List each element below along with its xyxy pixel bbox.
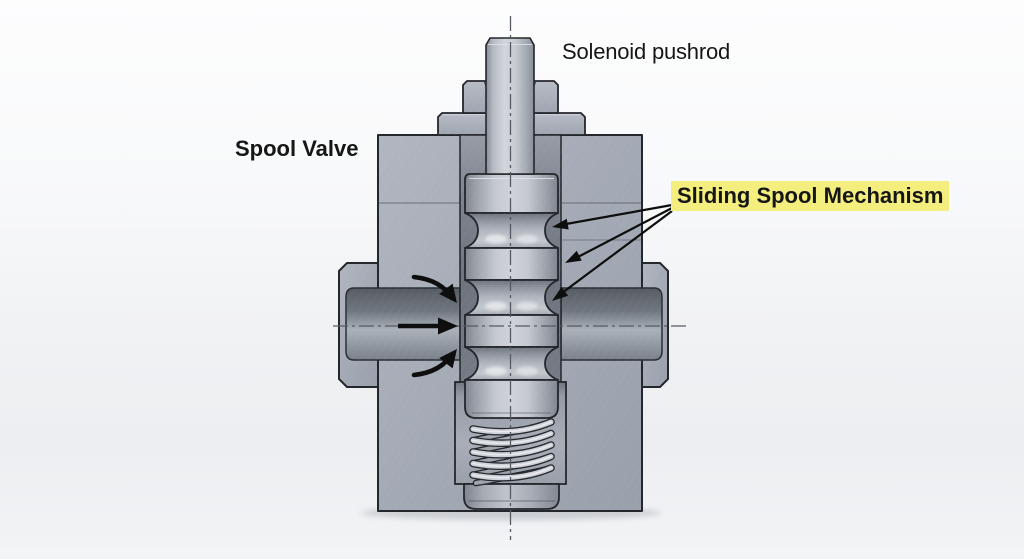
spool-valve-label: Spool Valve (235, 136, 359, 161)
annotation-arrow-middle-shaft (575, 207, 673, 259)
annotation-arrow-top-head (552, 218, 569, 230)
annotation-arrow-middle-head (565, 250, 582, 263)
flow-arrow-curved-up-head (439, 283, 457, 303)
flow-arrow-curved-down-head (439, 349, 457, 369)
sliding-spool-mechanism-label: Sliding Spool Mechanism (671, 181, 950, 212)
annotation-arrow-bottom-shaft (561, 210, 673, 294)
machining-texture (339, 81, 668, 511)
flow-arrow-straight-head (438, 317, 458, 335)
annotation-arrow-bottom-head (552, 286, 569, 301)
flow-arrows (398, 274, 458, 378)
annotation-arrow-top-shaft (565, 203, 673, 226)
solenoid-pushrod-label: Solenoid pushrod (562, 39, 731, 64)
annotation-arrows (552, 203, 673, 301)
